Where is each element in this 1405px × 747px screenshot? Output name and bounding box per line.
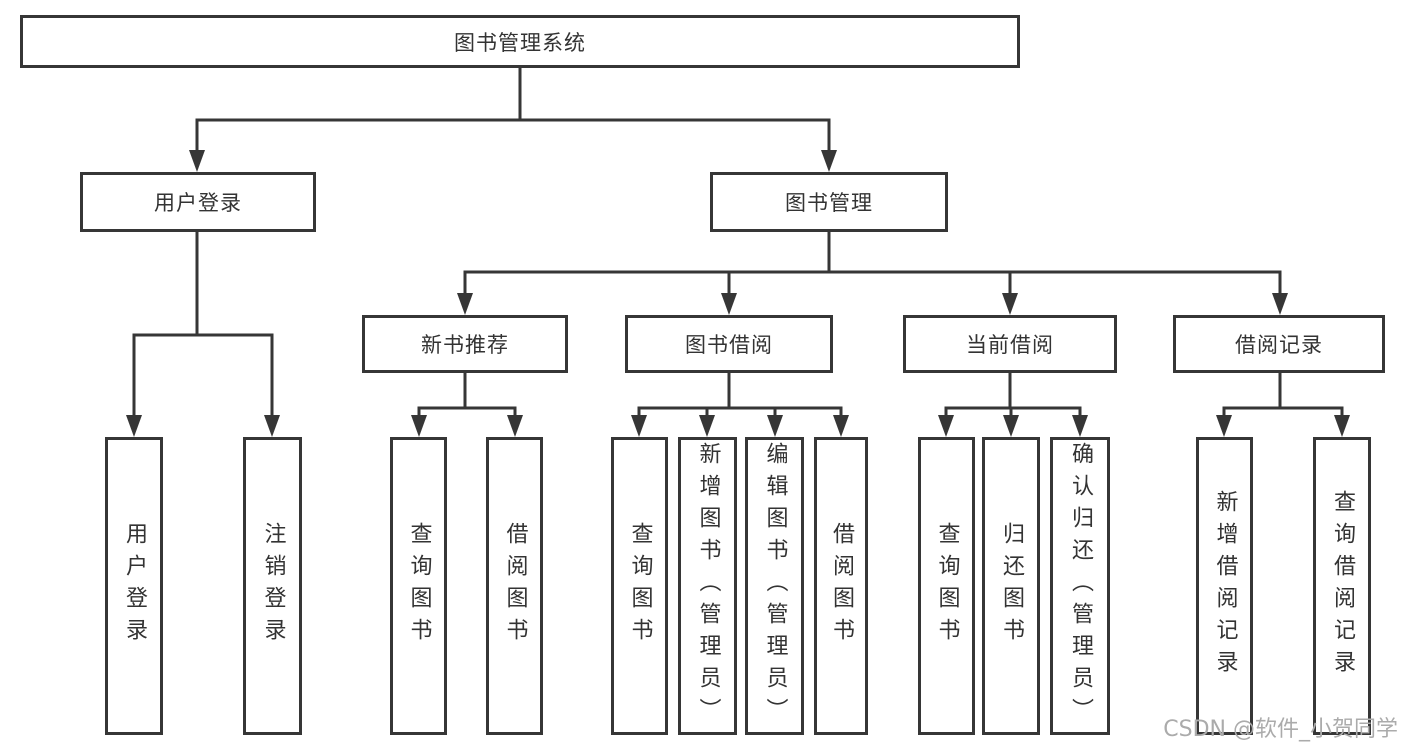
node-label: 当前借阅 bbox=[966, 333, 1054, 357]
node-label: 归还图书 bbox=[999, 522, 1024, 650]
node-leaf-borrow-books-recommend: 借阅图书 bbox=[486, 437, 543, 735]
connector-user-login bbox=[132, 230, 274, 418]
node-module-book-borrowing: 图书借阅 bbox=[625, 315, 833, 373]
arrowhead-icons bbox=[126, 150, 1350, 437]
node-module-current-borrowing: 当前借阅 bbox=[903, 315, 1117, 373]
node-label: 编辑图书（管理员） bbox=[762, 442, 788, 730]
connector-book-mgmt bbox=[463, 230, 1282, 296]
node-label: 查询图书 bbox=[406, 522, 432, 650]
node-label: 查询图书 bbox=[627, 522, 653, 650]
node-label: 图书管理系统 bbox=[454, 30, 586, 55]
node-leaf-query-borrow-record: 查询借阅记录 bbox=[1313, 437, 1371, 735]
node-label: 借阅记录 bbox=[1235, 333, 1323, 357]
node-module-borrow-records: 借阅记录 bbox=[1173, 315, 1385, 373]
node-label: 用户登录 bbox=[122, 522, 147, 650]
node-label: 借阅图书 bbox=[502, 522, 528, 650]
node-label: 查询借阅记录 bbox=[1330, 490, 1355, 682]
connector-current bbox=[944, 371, 1082, 418]
node-label: 用户登录 bbox=[154, 191, 242, 215]
csdn-watermark: CSDN @软件_小贺同学 bbox=[1163, 717, 1398, 742]
node-leaf-query-books-borrowing: 查询图书 bbox=[611, 437, 668, 735]
connector-root bbox=[195, 66, 831, 155]
node-leaf-add-borrow-record: 新增借阅记录 bbox=[1196, 437, 1253, 735]
node-leaf-add-books-admin: 新增图书（管理员） bbox=[678, 437, 737, 735]
node-label: 新增图书（管理员） bbox=[695, 442, 721, 730]
node-user-login-branch: 用户登录 bbox=[80, 172, 316, 232]
node-label: 图书管理 bbox=[785, 191, 873, 215]
node-leaf-query-books-recommend: 查询图书 bbox=[390, 437, 447, 735]
node-label: 查询图书 bbox=[934, 522, 960, 650]
node-leaf-confirm-return-admin: 确认归还（管理员） bbox=[1050, 437, 1110, 735]
node-leaf-logout: 注销登录 bbox=[243, 437, 302, 735]
node-book-management-branch: 图书管理 bbox=[710, 172, 948, 232]
node-module-new-book-recommend: 新书推荐 bbox=[362, 315, 568, 373]
node-label: 图书借阅 bbox=[685, 333, 773, 357]
node-root-system: 图书管理系统 bbox=[20, 15, 1020, 68]
connector-borrowing bbox=[637, 371, 843, 418]
node-leaf-query-books-current: 查询图书 bbox=[918, 437, 975, 735]
node-label: 注销登录 bbox=[260, 522, 286, 650]
node-label: 新书推荐 bbox=[421, 333, 509, 357]
node-leaf-return-books: 归还图书 bbox=[982, 437, 1040, 735]
node-label: 确认归还（管理员） bbox=[1068, 442, 1093, 730]
connector-records bbox=[1222, 371, 1344, 418]
node-leaf-user-login: 用户登录 bbox=[105, 437, 163, 735]
node-leaf-edit-books-admin: 编辑图书（管理员） bbox=[745, 437, 804, 735]
connector-new-books bbox=[417, 371, 517, 418]
node-label: 新增借阅记录 bbox=[1212, 490, 1238, 682]
node-label: 借阅图书 bbox=[829, 522, 854, 650]
node-leaf-borrow-books: 借阅图书 bbox=[814, 437, 868, 735]
